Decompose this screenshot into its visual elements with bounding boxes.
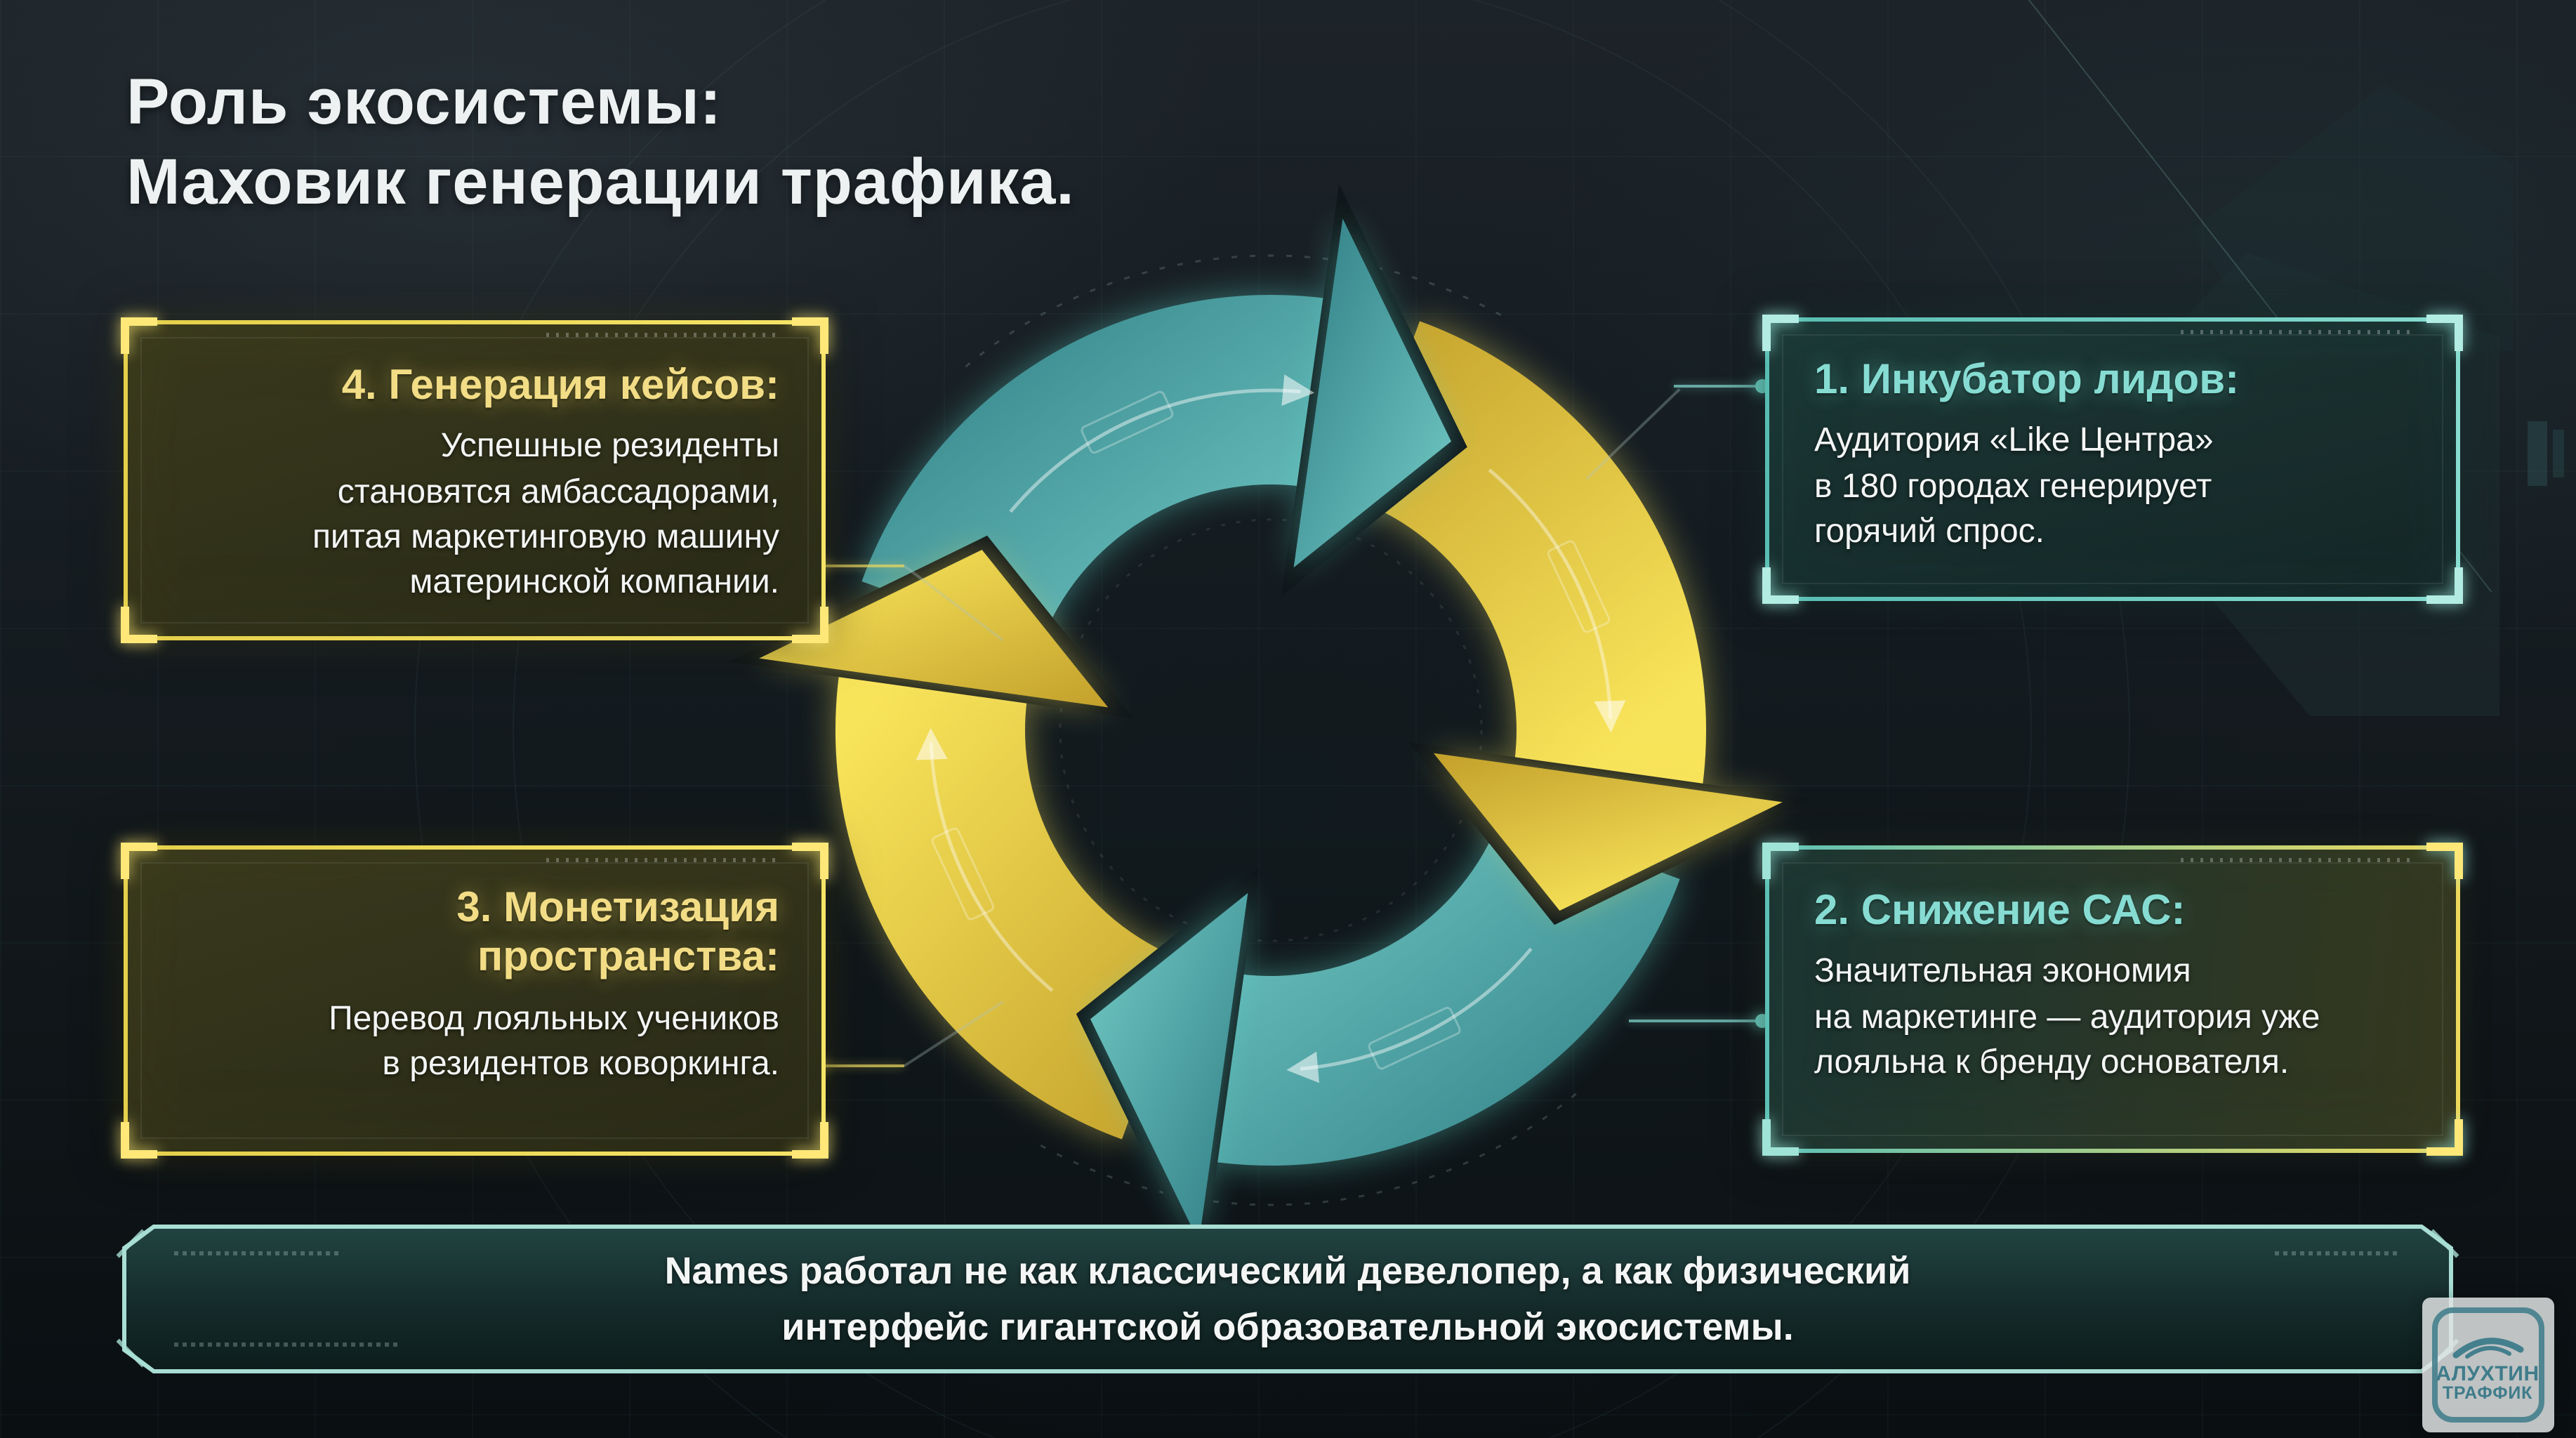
- card-space-monetization: 3. Монетизация пространства: Перевод лоя…: [121, 843, 828, 1159]
- flywheel-cycle-diagram: [728, 184, 1814, 1273]
- background-polygon: [2191, 84, 2514, 351]
- card-heading: 4. Генерация кейсов:: [341, 362, 779, 409]
- inner-dashed-circle: [1059, 518, 1483, 942]
- summary-banner: Names работал не как классический девело…: [122, 1225, 2453, 1373]
- card-body: Перевод лояльных учеников в резидентов к…: [329, 999, 779, 1083]
- background-bar: [2553, 430, 2564, 477]
- micro-text-decoration: [174, 1251, 343, 1255]
- outer-dashed-arc: [1033, 1093, 1577, 1206]
- arrowhead-right-yellow: [1433, 753, 1783, 911]
- outer-dashed-arc: [965, 254, 1509, 368]
- card-heading: 2. Снижение САС:: [1814, 888, 2186, 934]
- summary-banner-text: Names работал не как классический девело…: [664, 1249, 1911, 1348]
- card-heading: 3. Монетизация пространства:: [456, 885, 779, 981]
- watermark-badge: АЛУХТИН ТРАФФИК: [2422, 1298, 2554, 1432]
- tick-marks-decoration: [2181, 330, 2417, 334]
- flow-arrow-left: [916, 727, 1054, 992]
- page-title-line1: Роль экосистемы:: [126, 65, 722, 138]
- arrowhead-top-teal: [1293, 218, 1451, 568]
- card-case-generation: 4. Генерация кейсов: Успешные резиденты …: [121, 317, 828, 643]
- signal-arc-icon: [2452, 1337, 2523, 1359]
- card-body: Значительная экономия на маркетинге — ау…: [1814, 952, 2320, 1081]
- flow-arrow-right: [1488, 468, 1626, 733]
- flow-arrow-top: [1009, 374, 1315, 513]
- watermark-line1: АЛУХТИН: [2436, 1361, 2539, 1386]
- card-body: Аудитория «Like Центра» в 180 городах ге…: [1814, 421, 2214, 550]
- background-bar: [2528, 421, 2547, 486]
- watermark-frame: [2431, 1307, 2544, 1423]
- circuit-details: [931, 390, 1611, 1070]
- micro-text-decoration: [2275, 1251, 2401, 1255]
- tick-marks-decoration: [546, 858, 782, 862]
- page-title: Роль экосистемы: Маховик генерации трафи…: [126, 62, 1075, 222]
- micro-text-decoration: [174, 1343, 399, 1347]
- page-title-line2: Маховик генерации трафика.: [126, 145, 1075, 218]
- arrowhead-bottom-teal: [1090, 892, 1248, 1242]
- card-body: Успешные резиденты становятся амбассадор…: [312, 427, 779, 601]
- card-lead-incubator: 1. Инкубатор лидов: Аудитория «Like Цент…: [1762, 315, 2463, 604]
- flow-arrow-bottom: [1286, 947, 1533, 1083]
- card-cac-reduction: 2. Снижение САС: Значительная экономия н…: [1762, 843, 2463, 1156]
- tick-marks-decoration: [546, 333, 782, 337]
- tick-marks-decoration: [2181, 858, 2417, 862]
- arrowhead-left-yellow: [759, 550, 1109, 708]
- card-heading: 1. Инкубатор лидов:: [1814, 357, 2240, 403]
- watermark-line2: ТРАФФИК: [2442, 1383, 2533, 1404]
